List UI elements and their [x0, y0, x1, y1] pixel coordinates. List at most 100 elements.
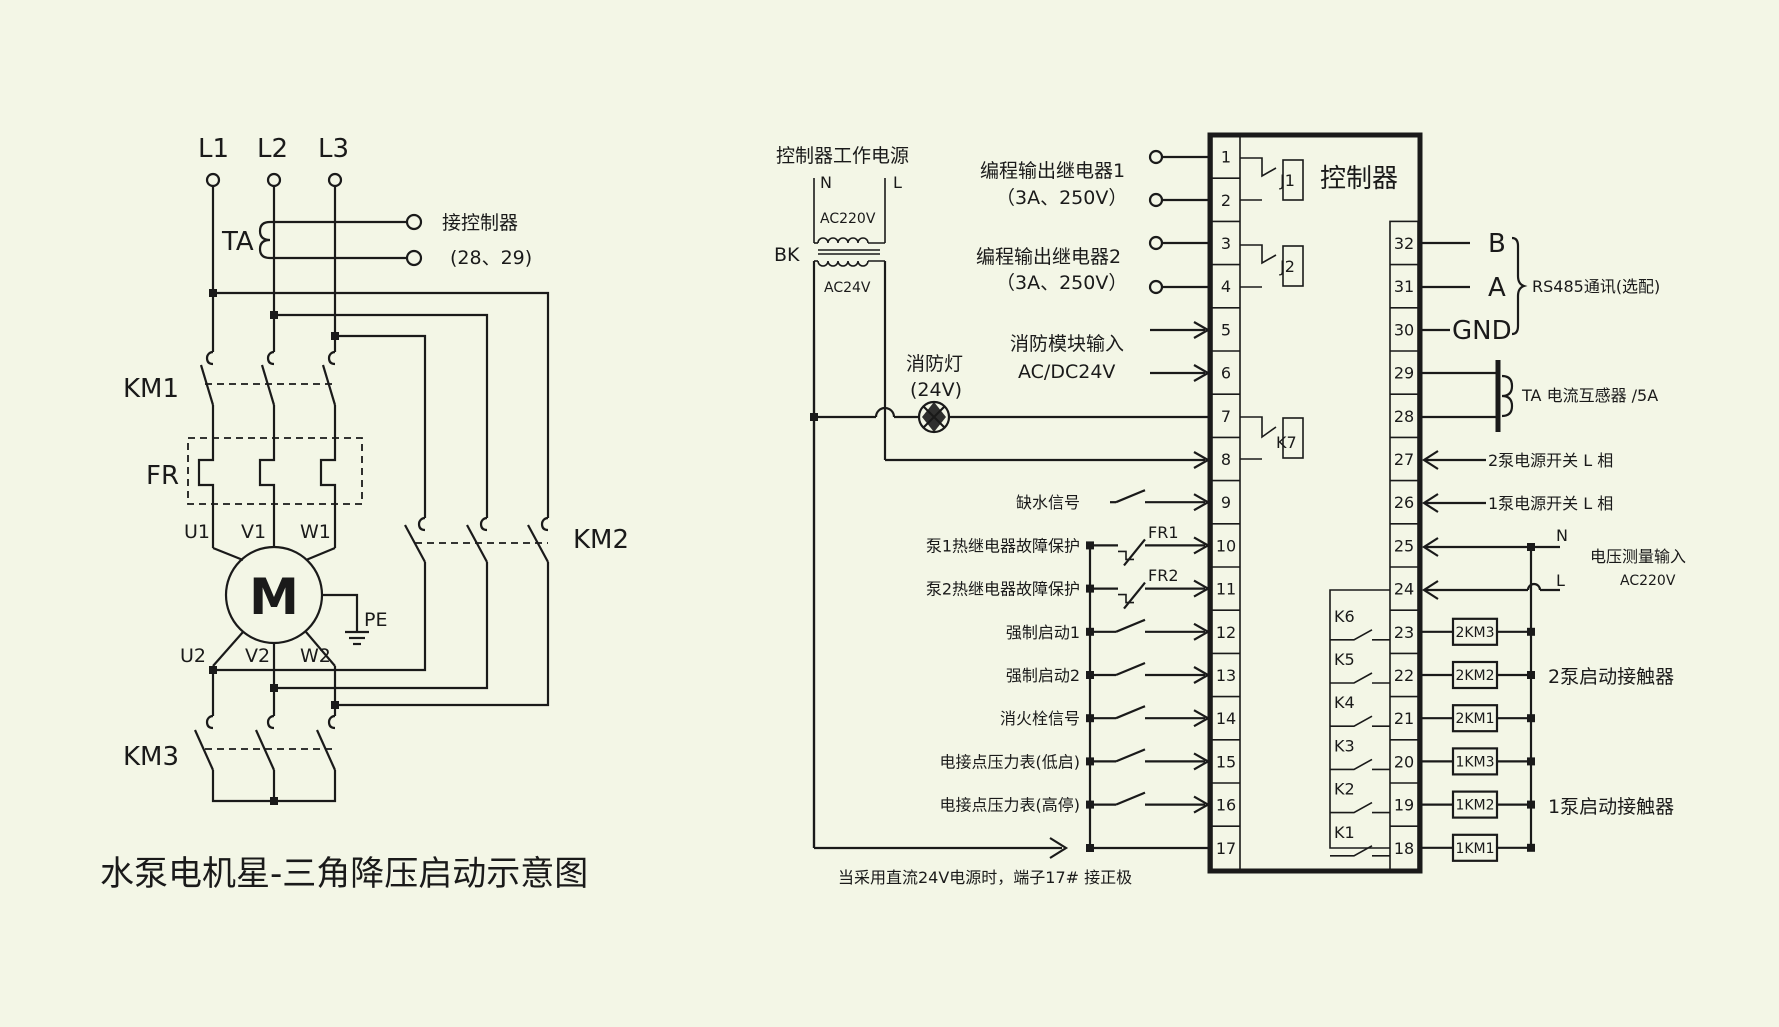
- contactor-label-2KM1: 2KM1: [1455, 711, 1494, 727]
- terminal-27: 27: [1394, 450, 1414, 469]
- left-diagram-caption: 水泵电机星-三角降压启动示意图: [100, 854, 588, 894]
- terminal-30: 30: [1394, 320, 1414, 339]
- terminal-26: 26: [1394, 493, 1414, 512]
- km3-contacts: [193, 714, 337, 771]
- voltage-l-label: L: [1556, 571, 1565, 590]
- rs485-a: A: [1488, 273, 1506, 303]
- pump2-switch-label: 2泵电源开关 L 相: [1488, 451, 1613, 470]
- fire-module-label: 消防模块输入: [1010, 333, 1124, 355]
- to-controller-terminals: (28、29): [450, 247, 532, 269]
- voltage-input-value: AC220V: [1620, 573, 1676, 589]
- terminal-19: 19: [1394, 796, 1414, 815]
- contactor-label-1KM1: 1KM1: [1455, 841, 1494, 857]
- terminal-32: 32: [1394, 234, 1414, 253]
- km3-label: KM3: [123, 742, 179, 772]
- input-label-13: 强制启动2: [1006, 666, 1080, 685]
- terminal-7: 7: [1221, 407, 1231, 426]
- km2-label: KM2: [573, 525, 629, 555]
- ta-terminal-1: [405, 213, 423, 231]
- terminal-22: 22: [1394, 666, 1414, 685]
- terminal-U1: U1: [184, 521, 210, 543]
- km1-label: KM1: [123, 374, 179, 404]
- terminal-31: 31: [1394, 277, 1414, 296]
- terminal-L2: [266, 172, 282, 188]
- relay2-label: 编程输出继电器2: [976, 246, 1121, 268]
- ac220-label: AC220V: [820, 211, 876, 227]
- terminal-18: 18: [1394, 839, 1414, 858]
- relay-K7-label: K7: [1276, 433, 1297, 452]
- fire-module-voltage: AC/DC24V: [1018, 361, 1115, 383]
- ta-label: TA: [221, 227, 254, 257]
- pump2-contactor-label: 2泵启动接触器: [1548, 666, 1674, 688]
- ta-coil: [258, 220, 271, 260]
- terminal-6: 6: [1221, 364, 1231, 383]
- contactor-label-1KM3: 1KM3: [1455, 754, 1494, 770]
- terminal-16: 16: [1216, 796, 1236, 815]
- motor-label: M: [249, 568, 299, 626]
- input-label-14: 消火栓信号: [1000, 709, 1080, 728]
- terminal-29: 29: [1394, 364, 1414, 383]
- rs485-gnd: GND: [1452, 316, 1512, 346]
- relay-J1: J1: [1240, 157, 1304, 201]
- terminal-V2: V2: [245, 645, 270, 667]
- relay-K6-label: K6: [1334, 607, 1355, 626]
- terminal-20: 20: [1394, 752, 1414, 771]
- terminal-24: 24: [1394, 580, 1414, 599]
- terminal-U2: U2: [180, 645, 206, 667]
- km1-contacts: [199, 350, 337, 406]
- rs485-label: RS485通讯(选配): [1532, 277, 1660, 296]
- input-label-16: 电接点压力表(高停): [940, 796, 1081, 815]
- input-label-12: 强制启动1: [1006, 623, 1080, 642]
- fire-lamp-voltage: (24V): [910, 379, 962, 401]
- terminal-W2: W2: [300, 645, 331, 667]
- terminal-L1: [205, 172, 221, 188]
- fire-lamp-label: 消防灯: [906, 353, 963, 375]
- left-star-delta-diagram: L1 L2 L3 TA 接控制器 (28、29) KM1: [100, 134, 629, 894]
- terminal-11: 11: [1216, 580, 1236, 599]
- fr1-label: FR1: [1148, 523, 1179, 542]
- note-terminal-17: 当采用直流24V电源时，端子17# 接正极: [838, 868, 1132, 887]
- terminal-12: 12: [1216, 623, 1236, 642]
- bk-transformer: [814, 237, 885, 267]
- terminal-5: 5: [1221, 320, 1231, 339]
- terminal-4: 4: [1221, 277, 1231, 296]
- relay-K7: K7: [1240, 416, 1304, 460]
- input-label-15: 电接点压力表(低启): [940, 752, 1081, 771]
- controller-box: [1207, 132, 1423, 874]
- terminal-9: 9: [1221, 493, 1231, 512]
- contactor-label-2KM2: 2KM2: [1455, 668, 1494, 684]
- input-label-11: 泵2热继电器故障保护: [926, 580, 1080, 599]
- voltage-input-label: 电压测量输入: [1590, 547, 1686, 566]
- relay-K4-label: K4: [1334, 693, 1355, 712]
- terminal-21: 21: [1394, 709, 1414, 728]
- phase-label-L3: L3: [318, 134, 349, 164]
- relay1-label: 编程输出继电器1: [980, 160, 1125, 182]
- terminal-V1: V1: [241, 521, 266, 543]
- relay-J2-label: J2: [1279, 257, 1295, 276]
- relay-J2: J2: [1240, 244, 1304, 288]
- input-label-9: 缺水信号: [1016, 493, 1080, 512]
- terminal-W1: W1: [300, 521, 331, 543]
- fr-label: FR: [146, 461, 179, 491]
- terminal-8: 8: [1221, 450, 1231, 469]
- power-title: 控制器工作电源: [776, 145, 909, 167]
- km2-contacts: [404, 516, 549, 563]
- pump1-contactor-label: 1泵启动接触器: [1548, 796, 1674, 818]
- contactor-label-1KM2: 1KM2: [1455, 798, 1494, 814]
- terminal-14: 14: [1216, 709, 1236, 728]
- relay1-rating: （3A、250V）: [996, 187, 1127, 209]
- input-label-10: 泵1热继电器故障保护: [926, 536, 1080, 555]
- power-n-label: N: [820, 173, 832, 192]
- terminal-13: 13: [1216, 666, 1236, 685]
- ta-controller-label: TA 电流互感器 /5A: [1521, 386, 1658, 405]
- voltage-n-label: N: [1556, 526, 1568, 545]
- terminal-1: 1: [1221, 148, 1231, 167]
- relay-K2-label: K2: [1334, 780, 1355, 799]
- phase-label-L1: L1: [198, 134, 229, 164]
